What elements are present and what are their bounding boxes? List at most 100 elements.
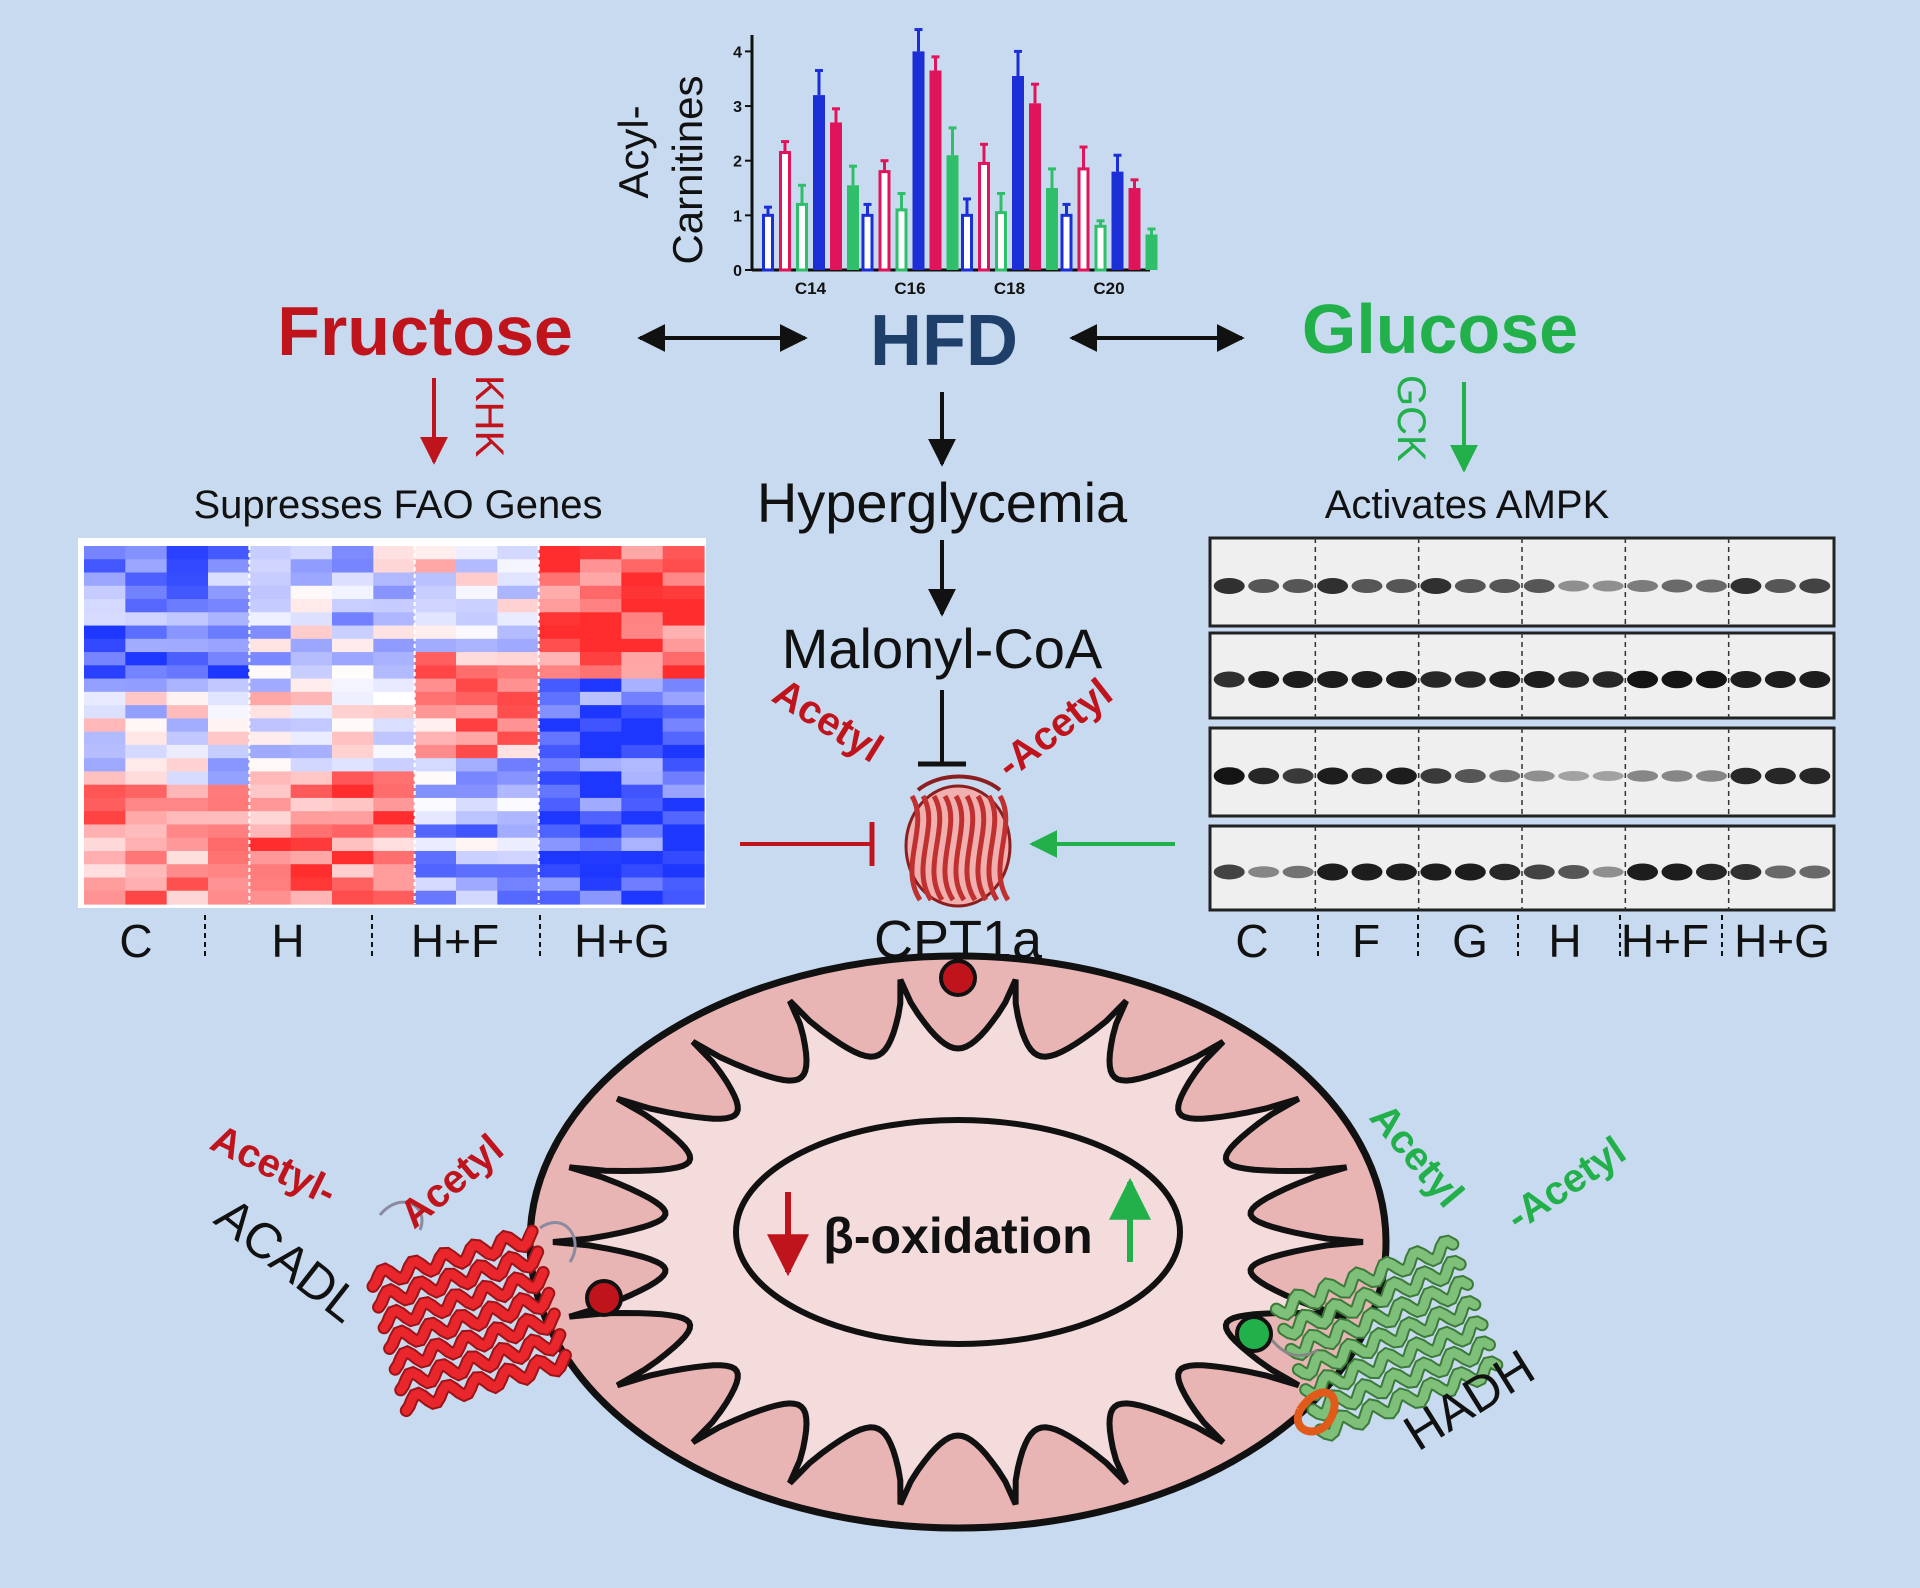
heatmap-cell	[538, 625, 581, 640]
beta-oxidation-label: β-oxidation	[823, 1208, 1092, 1264]
blot-group-label: H+G	[1734, 915, 1830, 967]
chart-bar	[912, 51, 925, 270]
heatmap-cell	[125, 758, 168, 773]
chart-bar	[1128, 188, 1141, 270]
heatmap-cell	[290, 850, 333, 865]
heatmap-cell	[621, 797, 664, 812]
blot-panel	[1208, 631, 1836, 720]
heatmap-group-label: H	[271, 915, 304, 967]
heatmap-cell	[208, 890, 250, 905]
hyperglycemia-label: Hyperglycemia	[757, 471, 1128, 534]
heatmap-cell	[456, 731, 498, 746]
heatmap-cell	[497, 652, 540, 666]
heatmap-cell	[208, 758, 250, 773]
heatmap-cell	[414, 691, 457, 706]
heatmap-group-label: C	[119, 915, 152, 967]
cpt1a-acetyl-right: -Acetyl	[988, 670, 1120, 787]
hadh-helix	[1308, 1337, 1494, 1420]
blot-band	[1385, 863, 1417, 881]
heatmap-cell	[249, 890, 292, 905]
heatmap-cell	[125, 612, 168, 627]
heatmap-cell	[580, 599, 622, 613]
heatmap-cell	[662, 824, 705, 839]
fructose-label: Fructose	[277, 292, 573, 370]
heatmap-cell	[84, 638, 126, 653]
heatmap-cell	[125, 678, 168, 693]
heatmap-cell	[662, 758, 705, 773]
heatmap-cell	[373, 705, 416, 719]
heatmap-cell	[662, 864, 705, 879]
heatmap-cell	[456, 811, 498, 826]
heatmap-cell	[84, 612, 126, 627]
heatmap-cell	[166, 678, 209, 693]
heatmap-cell	[497, 824, 540, 839]
blot-band	[1385, 579, 1417, 593]
heatmap-cell	[290, 625, 333, 640]
hadh-group	[1269, 1234, 1504, 1442]
heatmap-cell	[373, 864, 416, 879]
heatmap-cell	[166, 797, 209, 812]
heatmap-cell	[125, 837, 168, 852]
heatmap-cell	[373, 678, 416, 693]
blot-band	[1558, 771, 1590, 781]
cpt1a-strand	[986, 794, 1000, 902]
blot-group-label: H+F	[1621, 915, 1709, 967]
blot-band	[1489, 863, 1521, 881]
chart-ylabel-line2: Carnitines	[664, 75, 711, 264]
cpt1a-strand	[920, 794, 934, 902]
heatmap-cell	[621, 638, 664, 653]
heatmap-cell	[208, 625, 250, 640]
hadh-helix	[1301, 1317, 1487, 1400]
heatmap-cell	[621, 877, 664, 892]
heatmap-cell	[332, 705, 374, 719]
heatmap-cell	[290, 718, 333, 733]
heatmap-cell	[497, 784, 540, 799]
heatmap-cell	[84, 705, 126, 719]
heatmap-cell	[249, 691, 292, 706]
heatmap-cell	[373, 625, 416, 640]
heatmap-cell	[414, 784, 457, 799]
blot-band	[1385, 671, 1417, 688]
heatmap-cell	[456, 678, 498, 693]
heatmap-cell	[249, 837, 292, 852]
heatmap-cell	[662, 811, 705, 826]
heatmap-cell	[84, 824, 126, 839]
blot-band	[1592, 580, 1624, 592]
heatmap-cell	[166, 691, 209, 706]
heatmap-cell	[456, 625, 498, 640]
heatmap-cell	[538, 731, 581, 746]
heatmap-cell	[373, 585, 416, 600]
heatmap-cell	[538, 784, 581, 799]
heatmap-cell	[662, 731, 705, 746]
blot-band	[1213, 671, 1245, 688]
heatmap-cell	[125, 771, 168, 786]
heatmap-cell	[290, 877, 333, 892]
heatmap-cell	[456, 718, 498, 733]
heatmap-cell	[84, 771, 126, 786]
blot-band	[1799, 671, 1831, 688]
heatmap-cell	[166, 864, 209, 879]
blot-band	[1730, 864, 1762, 880]
heatmap-cell	[414, 599, 457, 613]
heatmap-cell	[373, 731, 416, 746]
heatmap-cell	[332, 638, 374, 653]
heatmap-cell	[621, 665, 664, 680]
heatmap-cell	[580, 784, 622, 799]
hadh-helix	[1286, 1277, 1472, 1360]
blot-group-label: F	[1352, 915, 1380, 967]
blot-band	[1695, 670, 1727, 689]
heatmap-cell	[125, 744, 168, 759]
heatmap-cell	[332, 784, 374, 799]
heatmap-cell	[621, 652, 664, 666]
heatmap-cell	[662, 890, 705, 905]
heatmap-cell	[373, 691, 416, 706]
acadl-acetyl-left: Acetyl-	[204, 1117, 343, 1215]
heatmap-cell	[249, 678, 292, 693]
heatmap-cell	[538, 585, 581, 600]
hadh-beta-sheet	[1294, 1388, 1339, 1436]
heatmap-cell	[414, 612, 457, 627]
heatmap-cell	[290, 758, 333, 773]
